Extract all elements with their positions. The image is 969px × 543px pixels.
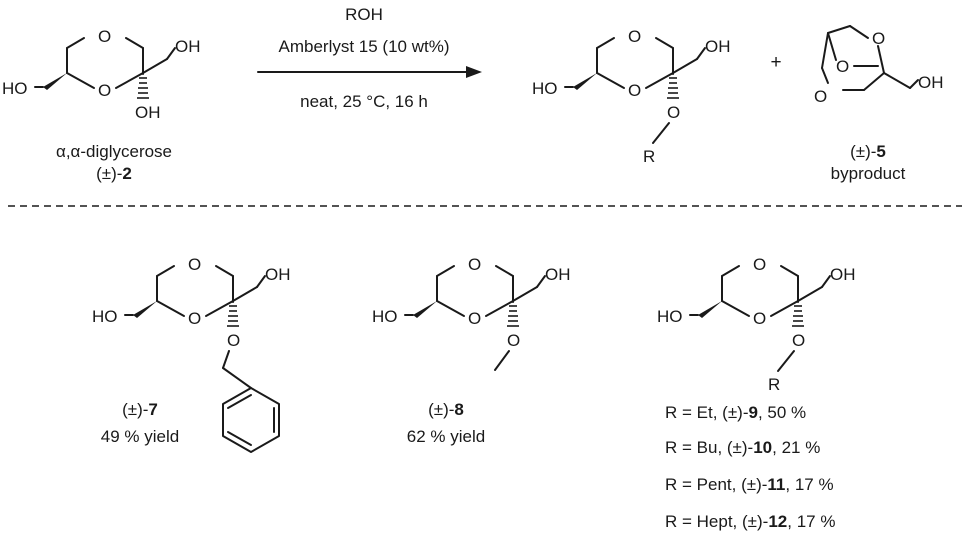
ring-oxygen-top: O	[98, 27, 111, 46]
compound-7-label: (±)-7	[122, 400, 158, 419]
ring-oxygen-top: O	[753, 255, 766, 274]
structure-compounds-9-12: O O HO OH O R	[657, 255, 856, 394]
structure-compound-7: O O HO OH O	[92, 255, 291, 453]
compound-2-label: (±)-2	[96, 164, 132, 183]
ether-oxygen: O	[667, 103, 680, 122]
compound-8-label: (±)-8	[428, 400, 464, 419]
ring-oxygen-bottom: O	[753, 309, 766, 328]
r-group: R	[643, 147, 655, 166]
series-row: R = Hept, (±)-12, 17 %	[665, 512, 836, 531]
structure-compound-8: O O HO OH O	[372, 255, 571, 371]
hydroxyl-right: OH	[265, 265, 291, 284]
ring-oxygen-top: O	[188, 255, 201, 274]
hydroxyl-right: OH	[705, 37, 731, 56]
compound-5-label: (±)-5	[850, 142, 886, 161]
series-row: R = Pent, (±)-11, 17 %	[665, 475, 834, 494]
reagent-roh: ROH	[345, 5, 383, 24]
hydroxyl-left: HO	[2, 79, 28, 98]
ether-oxygen: O	[792, 331, 805, 350]
hydroxyl-anomeric: OH	[135, 103, 161, 122]
structure-diglycerose: O O HO OH OH	[2, 27, 201, 122]
ring-oxygen-bottom: O	[98, 81, 111, 100]
bridge-oxygen-top: O	[872, 29, 885, 48]
structure-product-generic: O O HO OH O R	[532, 27, 731, 166]
series-row: R = Bu, (±)-10, 21 %	[665, 438, 821, 457]
ring-oxygen-bottom: O	[188, 309, 201, 328]
catalyst-label: Amberlyst 15 (10 wt%)	[278, 37, 450, 56]
compound-7-yield: 49 % yield	[100, 427, 180, 446]
ring-oxygen-top: O	[628, 27, 641, 46]
hydroxyl-right: OH	[918, 73, 944, 92]
structure-byproduct-5: O O O OH	[814, 25, 944, 106]
hydroxyl-left: HO	[372, 307, 398, 326]
ring-oxygen-top: O	[468, 255, 481, 274]
hydroxyl-right: OH	[830, 265, 856, 284]
hydroxyl-right: OH	[175, 37, 201, 56]
reaction-arrow	[257, 66, 482, 78]
hydroxyl-left: HO	[657, 307, 683, 326]
hydroxyl-right: OH	[545, 265, 571, 284]
ether-oxygen: O	[507, 331, 520, 350]
compound-8-yield: 62 % yield	[406, 427, 486, 446]
bridge-oxygen-bottom: O	[814, 87, 827, 106]
compound-5-role: byproduct	[830, 164, 906, 183]
conditions-label: neat, 25 °C, 16 h	[300, 92, 428, 111]
series-row: R = Et, (±)-9, 50 %	[665, 403, 807, 422]
ring-oxygen-bottom: O	[628, 81, 641, 100]
ether-oxygen: O	[227, 331, 240, 350]
r-group: R	[768, 375, 780, 394]
ring-oxygen-bottom: O	[468, 309, 481, 328]
compound-2-name: α,α-diglycerose	[55, 142, 173, 161]
hydroxyl-left: HO	[92, 307, 118, 326]
plus-sign: +	[770, 52, 782, 73]
bridge-oxygen-mid: O	[836, 57, 849, 76]
hydroxyl-left: HO	[532, 79, 558, 98]
